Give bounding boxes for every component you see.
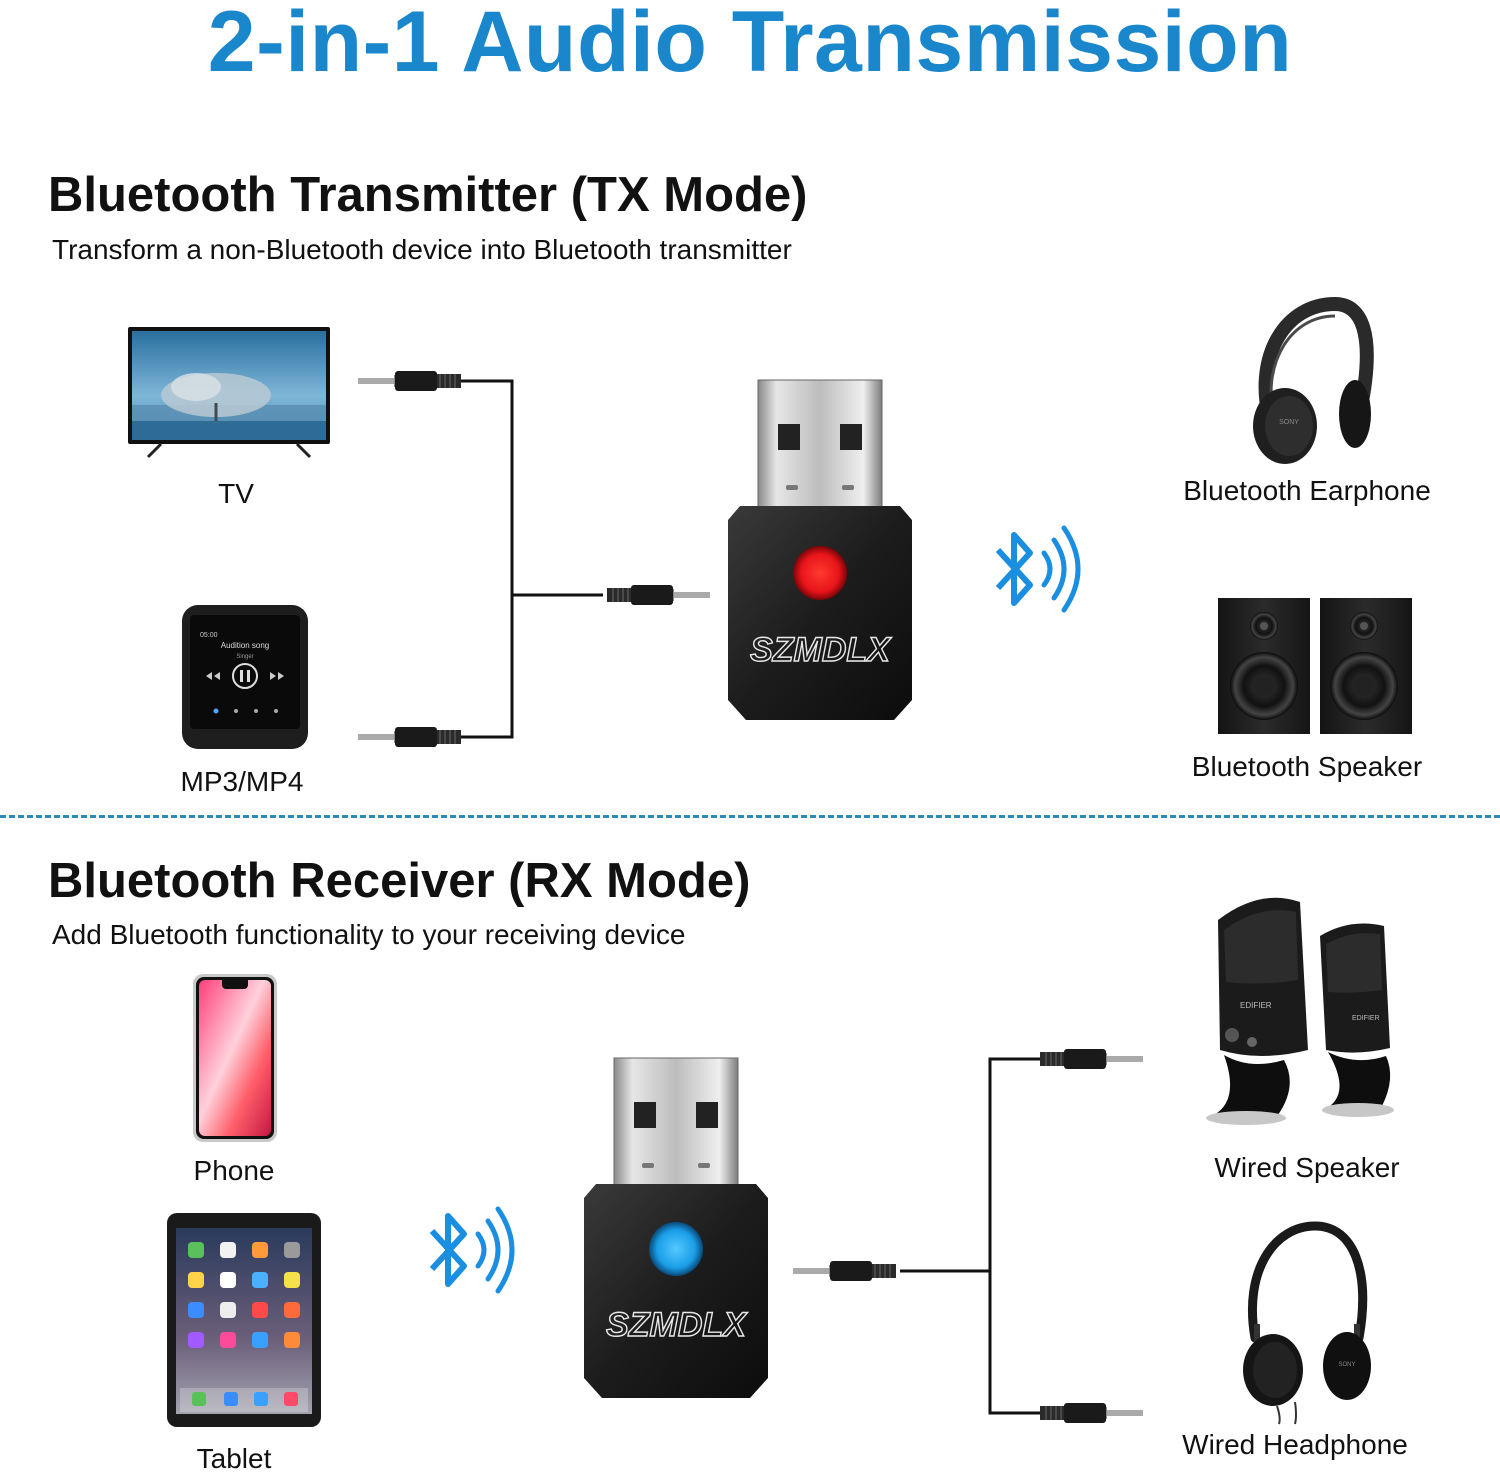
phone-icon [193, 974, 277, 1142]
tx-bluetooth-icon [995, 525, 1081, 613]
rx-source-phone-label: Phone [193, 1155, 275, 1186]
tablet-icon [167, 1213, 321, 1427]
rx-section-title: Bluetooth Receiver (RX Mode) [48, 854, 751, 908]
main-title: 2-in-1 Audio Transmission [207, 0, 1293, 90]
rx-bluetooth-icon [429, 1206, 515, 1294]
mp3-time: 05:00 [200, 632, 218, 639]
rx-source-tablet-label: Tablet [196, 1443, 272, 1474]
wired-headphone-icon: SONY [1243, 1221, 1371, 1425]
tx-brand-logo: SZMDLX [750, 631, 892, 669]
bluetooth-speaker-icon [1218, 598, 1412, 734]
tx-usb-dongle-icon: SZMDLX [728, 379, 912, 720]
mp3-player-icon: 05:00 Audition song Singer [182, 605, 308, 749]
tx-output-earphone-label: Bluetooth Earphone [1183, 475, 1431, 506]
rx-brand-logo: SZMDLX [606, 1306, 748, 1344]
tv-icon [128, 327, 330, 459]
tx-audio-cable-icon [358, 371, 710, 747]
tx-output-speaker-label: Bluetooth Speaker [1191, 751, 1423, 782]
tx-section-title: Bluetooth Transmitter (TX Mode) [48, 168, 808, 222]
tx-source-tv-label: TV [218, 478, 254, 509]
rx-audio-cable-icon [793, 1049, 1143, 1423]
rx-section-subtitle: Add Bluetooth functionality to your rece… [52, 919, 686, 950]
rx-led-icon [649, 1222, 703, 1276]
bluetooth-earphone-icon: SONY [1253, 296, 1374, 464]
wired-speaker-icon: EDIFIER EDIFIER [1206, 897, 1394, 1125]
svg-text:EDIFIER: EDIFIER [1240, 1001, 1272, 1010]
rx-output-headphone-label: Wired Headphone [1182, 1429, 1408, 1460]
rx-output-speaker-label: Wired Speaker [1214, 1152, 1400, 1183]
svg-text:SONY: SONY [1338, 1362, 1355, 1368]
mp3-song: Audition song [221, 641, 269, 650]
svg-text:EDIFIER: EDIFIER [1352, 1015, 1380, 1022]
tx-source-mp3-label: MP3/MP4 [180, 766, 304, 797]
section-divider [0, 815, 1500, 818]
tx-section-subtitle: Transform a non-Bluetooth device into Bl… [52, 234, 792, 265]
rx-usb-dongle-icon: SZMDLX [584, 1057, 768, 1398]
mp3-artist: Singer [236, 654, 253, 660]
tx-led-icon [793, 546, 847, 600]
svg-text:SONY: SONY [1279, 419, 1299, 426]
